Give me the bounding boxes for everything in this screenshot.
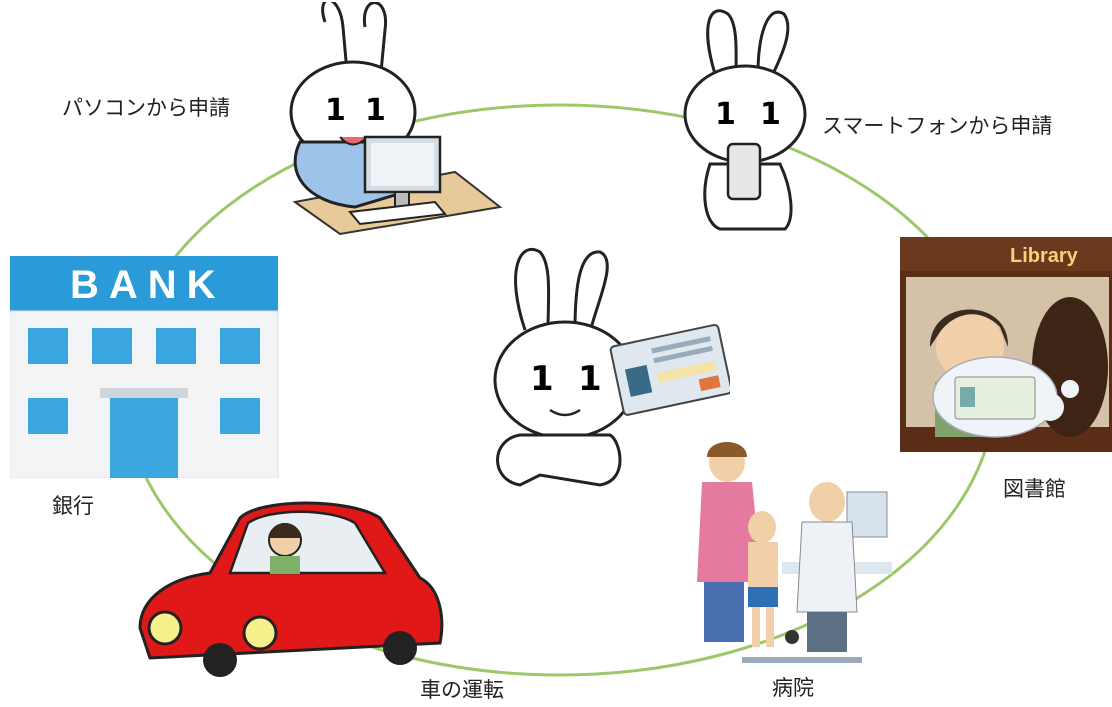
- rabbit-pc-illustration: 1 1: [289, 2, 503, 236]
- svg-text:1: 1: [530, 359, 554, 399]
- library-illustration: Library: [900, 237, 1112, 452]
- svg-text:1: 1: [715, 97, 736, 132]
- rabbit-mynumber-card-illustration: 1 1: [493, 248, 730, 487]
- label-car-driving: 車の運転: [420, 678, 504, 702]
- bank-building-illustration: BANK: [10, 256, 279, 478]
- svg-text:1: 1: [365, 93, 386, 128]
- library-sign-text: Library: [1010, 245, 1079, 267]
- car-driving-illustration: [138, 501, 444, 677]
- svg-text:1: 1: [578, 359, 602, 399]
- label-pc-application: パソコンから申請: [62, 96, 230, 120]
- svg-text:1: 1: [760, 97, 781, 132]
- label-bank: 銀行: [52, 494, 94, 518]
- rabbit-smartphone-illustration: 1 1: [683, 9, 807, 231]
- hospital-illustration: [697, 442, 892, 663]
- svg-text:1: 1: [325, 93, 346, 128]
- label-smartphone-application: スマートフォンから申請: [822, 114, 1053, 138]
- bank-sign-text: BANK: [70, 263, 226, 307]
- label-hospital: 病院: [772, 676, 814, 700]
- label-library: 図書館: [1003, 477, 1066, 501]
